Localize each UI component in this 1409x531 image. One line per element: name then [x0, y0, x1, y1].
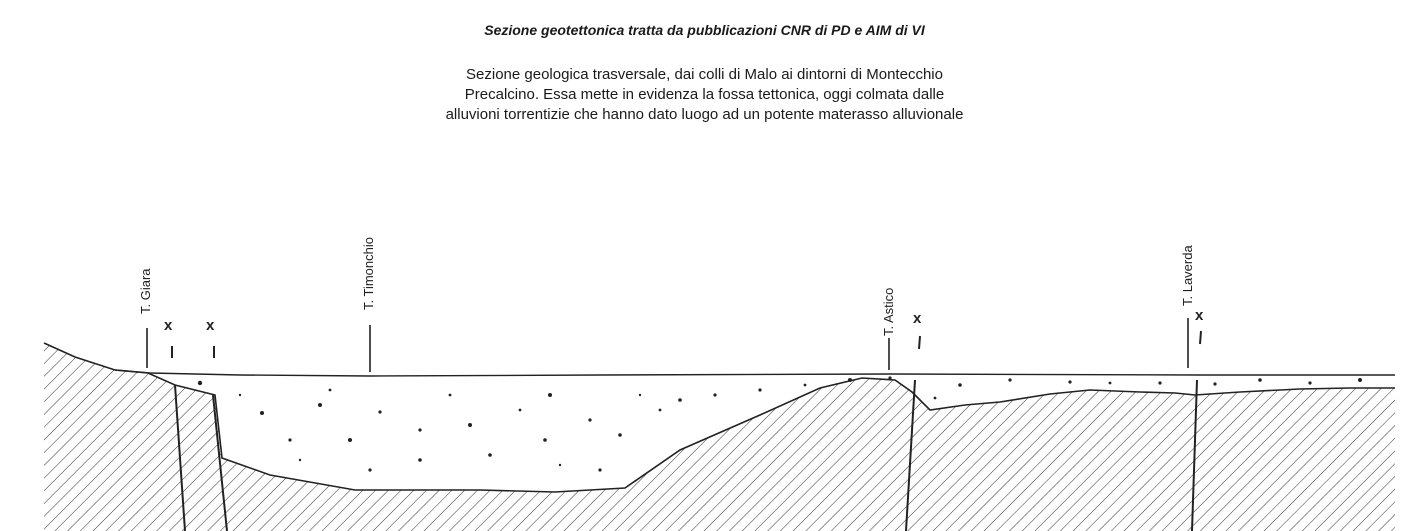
description-line-3: alluvioni torrentizie che hanno dato luo…	[445, 106, 964, 123]
river-label-astico: T. Astico	[881, 288, 896, 370]
fault-line	[212, 394, 228, 531]
bedrock-layer	[44, 343, 1395, 531]
diagram-title: Sezione geotettonica tratta da pubblicaz…	[484, 22, 925, 38]
river-label-timonchio: T. Timonchio	[361, 237, 376, 372]
river-label-text: T. Laverda	[1180, 245, 1195, 306]
diagram-description: Sezione geologica trasversale, dai colli…	[0, 65, 1409, 125]
svg-text:x: x	[1195, 307, 1204, 324]
fault-line	[174, 384, 186, 531]
well-marker: x	[1195, 307, 1204, 345]
river-label-text: T. Astico	[881, 288, 896, 336]
description-line-1: Sezione geologica trasversale, dai colli…	[466, 66, 943, 83]
ground-surface	[114, 369, 1395, 377]
fault-line	[1191, 379, 1198, 531]
river-label-giara: T. Giara	[138, 268, 153, 368]
fault-line	[905, 379, 916, 531]
svg-text:x: x	[164, 317, 173, 334]
river-label-text: T. Timonchio	[361, 237, 376, 310]
well-marker: x	[164, 317, 173, 358]
svg-text:x: x	[206, 317, 215, 334]
bedrock-boundary	[43, 342, 1395, 493]
well-marker: x	[913, 310, 922, 350]
river-label-text: T. Giara	[138, 268, 153, 314]
alluvial-fill	[197, 376, 1362, 472]
svg-text:x: x	[913, 310, 922, 327]
river-label-laverda: T. Laverda	[1180, 245, 1195, 368]
description-line-2: Precalcino. Essa mette in evidenza la fo…	[464, 86, 945, 103]
well-marker: x	[206, 317, 215, 358]
